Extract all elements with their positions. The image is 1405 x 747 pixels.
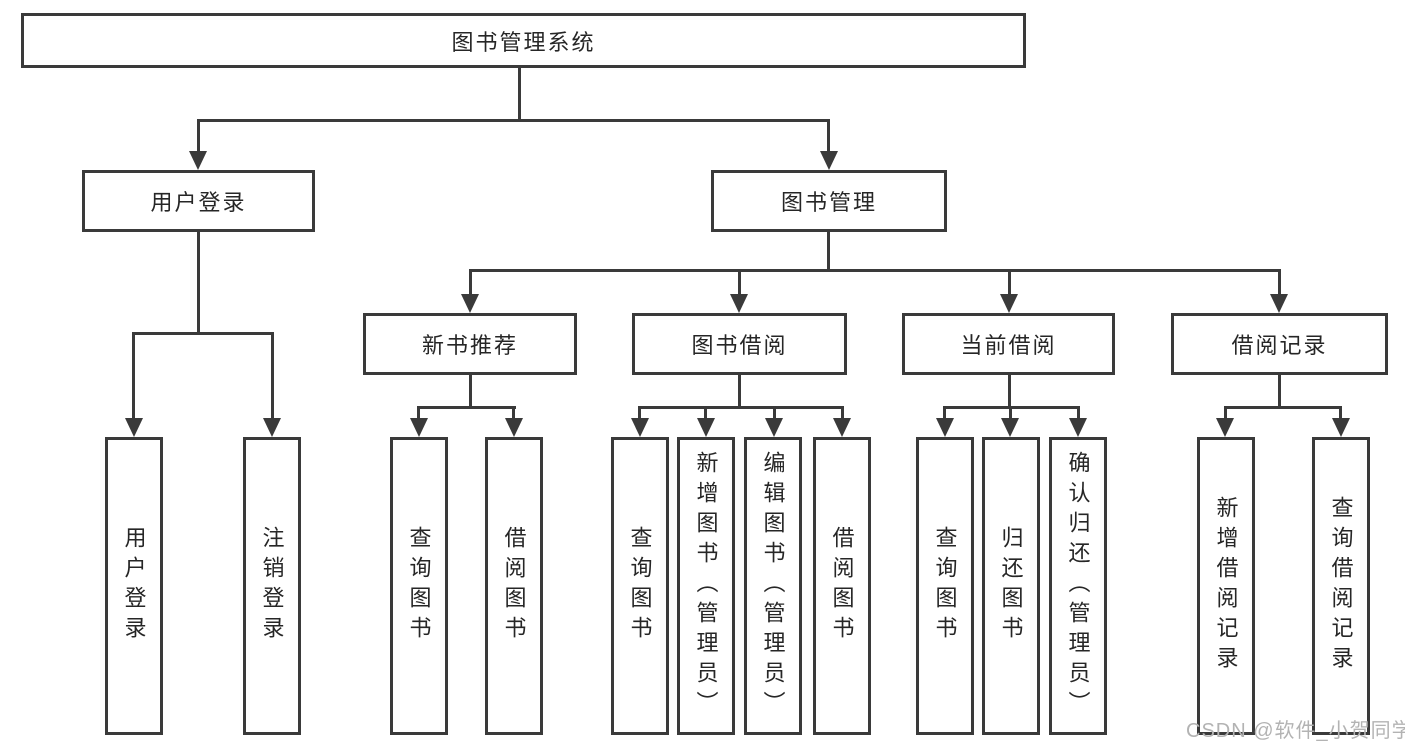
connector-line — [512, 406, 515, 420]
leaf-newbook-query-book: 查询图书 — [390, 437, 448, 735]
leaf-label: 注销登录 — [259, 526, 285, 646]
connector-line — [1278, 269, 1281, 296]
connector-line — [132, 332, 135, 419]
leaf-borrowing-add-book-admin: 新增图书（管理员） — [677, 437, 735, 735]
leaf-label: 确认归还（管理员） — [1065, 451, 1091, 721]
connector-line — [827, 232, 830, 272]
leaf-user-login: 用户登录 — [105, 437, 163, 735]
arrow-down-icon — [1270, 294, 1288, 313]
arrow-down-icon — [461, 294, 479, 313]
connector-line — [469, 269, 472, 296]
arrow-down-icon — [697, 418, 715, 437]
arrow-down-icon — [765, 418, 783, 437]
connector-line — [197, 119, 830, 122]
watermark-text: CSDN @软件_小贺同学 — [1186, 720, 1405, 742]
leaf-label: 新增借阅记录 — [1213, 496, 1239, 676]
connector-line — [469, 375, 472, 409]
leaf-current-return-book: 归还图书 — [982, 437, 1040, 735]
connector-line — [943, 406, 946, 420]
connector-line — [197, 232, 200, 335]
arrow-down-icon — [833, 418, 851, 437]
connector-line — [1009, 406, 1012, 420]
leaf-records-add-borrow-record: 新增借阅记录 — [1197, 437, 1255, 735]
arrow-down-icon — [1001, 418, 1019, 437]
arrow-down-icon — [263, 418, 281, 437]
arrow-down-icon — [1069, 418, 1087, 437]
connector-line — [638, 406, 641, 420]
connector-line — [1339, 406, 1342, 420]
arrow-down-icon — [820, 151, 838, 170]
node-current-borrowing: 当前借阅 — [902, 313, 1115, 375]
node-label: 用户登录 — [150, 190, 247, 215]
leaf-label: 查询图书 — [627, 526, 653, 646]
connector-line — [518, 68, 521, 122]
arrow-down-icon — [125, 418, 143, 437]
connector-line — [417, 406, 420, 420]
arrow-down-icon — [1000, 294, 1018, 313]
node-label: 图书管理系统 — [451, 29, 596, 55]
connector-line — [197, 119, 200, 153]
node-book-borrowing: 图书借阅 — [632, 313, 847, 375]
arrow-down-icon — [631, 418, 649, 437]
connector-line — [841, 406, 844, 420]
connector-line — [1278, 375, 1281, 409]
leaf-label: 新增图书（管理员） — [693, 451, 719, 721]
leaf-records-query-borrow-record: 查询借阅记录 — [1312, 437, 1370, 735]
arrow-down-icon — [410, 418, 428, 437]
leaf-borrowing-edit-book-admin: 编辑图书（管理员） — [744, 437, 802, 735]
node-label: 图书借阅 — [691, 333, 788, 358]
leaf-label: 归还图书 — [998, 526, 1024, 646]
connector-line — [738, 375, 741, 409]
connector-line — [271, 332, 274, 419]
leaf-label: 用户登录 — [121, 526, 147, 646]
connector-line — [417, 406, 516, 409]
node-borrowing-records: 借阅记录 — [1171, 313, 1388, 375]
leaf-borrowing-borrow-book: 借阅图书 — [813, 437, 871, 735]
node-user-login: 用户登录 — [82, 170, 315, 232]
connector-line — [1008, 269, 1011, 296]
connector-line — [1224, 406, 1342, 409]
node-label: 新书推荐 — [421, 333, 518, 358]
connector-line — [1224, 406, 1227, 420]
arrow-down-icon — [730, 294, 748, 313]
arrow-down-icon — [1332, 418, 1350, 437]
connector-line — [469, 269, 1281, 272]
leaf-label: 查询图书 — [406, 526, 432, 646]
connector-line — [1008, 375, 1011, 409]
arrow-down-icon — [1216, 418, 1234, 437]
leaf-logout: 注销登录 — [243, 437, 301, 735]
node-label: 当前借阅 — [960, 333, 1057, 358]
leaf-current-confirm-return-admin: 确认归还（管理员） — [1049, 437, 1107, 735]
node-label: 借阅记录 — [1231, 333, 1328, 358]
leaf-label: 查询图书 — [932, 526, 958, 646]
connector-line — [638, 406, 844, 409]
connector-line — [704, 406, 707, 420]
connector-line — [738, 269, 741, 296]
leaf-newbook-borrow-book: 借阅图书 — [485, 437, 543, 735]
leaf-label: 编辑图书（管理员） — [760, 451, 786, 721]
arrow-down-icon — [936, 418, 954, 437]
leaf-label: 借阅图书 — [829, 526, 855, 646]
arrow-down-icon — [505, 418, 523, 437]
node-new-book-recommendation: 新书推荐 — [363, 313, 577, 375]
connector-line — [1077, 406, 1080, 420]
leaf-borrowing-query-book: 查询图书 — [611, 437, 669, 735]
leaf-label: 查询借阅记录 — [1328, 496, 1354, 676]
node-label: 图书管理 — [780, 190, 877, 215]
arrow-down-icon — [189, 151, 207, 170]
node-library-management-system: 图书管理系统 — [21, 13, 1026, 68]
connector-line — [827, 119, 830, 153]
leaf-label: 借阅图书 — [501, 526, 527, 646]
node-book-management: 图书管理 — [711, 170, 947, 232]
leaf-current-query-book: 查询图书 — [916, 437, 974, 735]
connector-line — [132, 332, 274, 335]
connector-line — [773, 406, 776, 420]
